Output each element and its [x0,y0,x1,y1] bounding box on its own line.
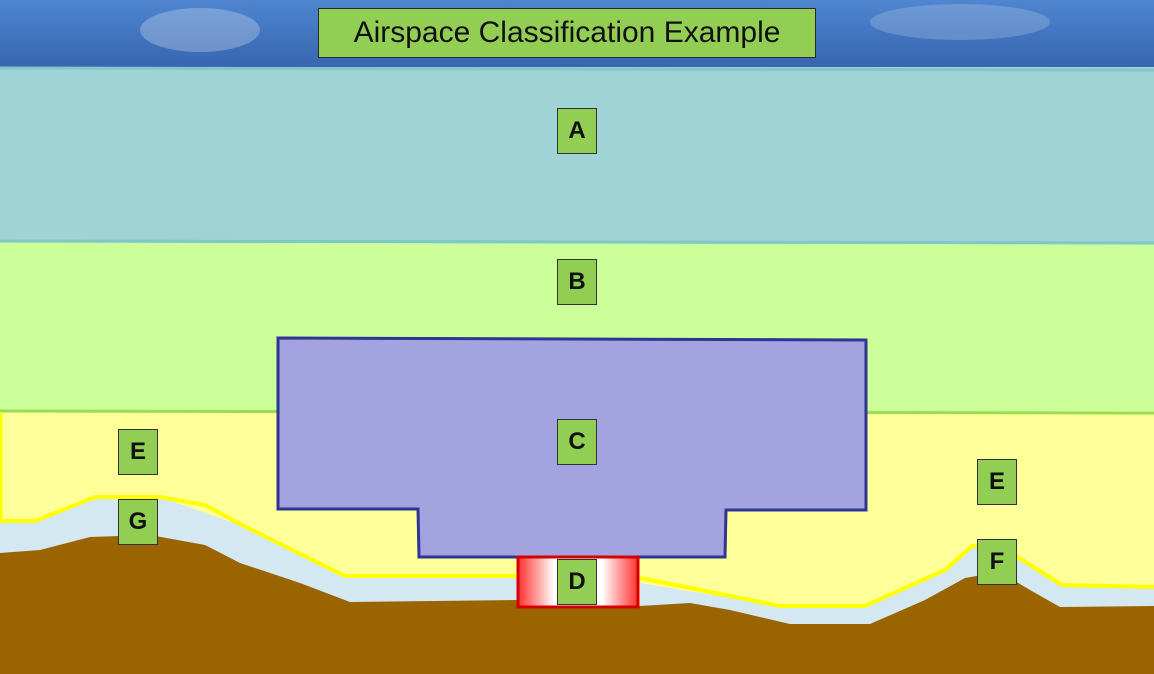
label-class-e-left: E [118,429,158,475]
label-class-a: A [557,108,597,154]
diagram-title: Airspace Classification Example [318,8,816,58]
label-class-b: B [557,259,597,305]
class-a-band [0,67,1154,242]
label-class-e-right: E [977,459,1017,505]
label-class-d: D [557,559,597,605]
label-class-f: F [977,539,1017,585]
e-g-boundary-line [0,495,520,578]
label-class-g: G [118,499,158,545]
cloud [870,4,1050,40]
class-a-top-boundary [0,66,1154,72]
class-a-b-boundary [0,239,1154,245]
cloud [140,8,260,52]
label-class-c: C [557,419,597,465]
e-g-boundary-line-right [639,544,1154,608]
